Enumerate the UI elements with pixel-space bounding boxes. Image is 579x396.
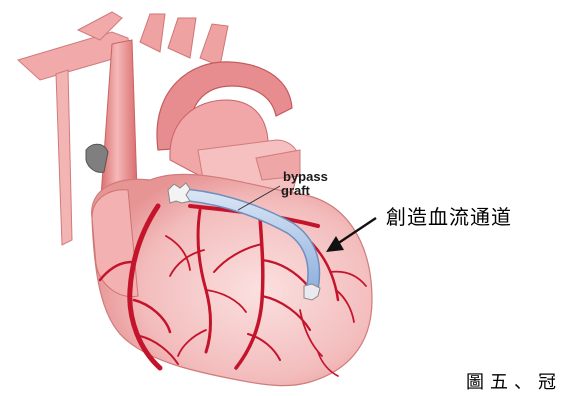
blood-channel-label: 創造血流通道: [386, 201, 512, 230]
bypass-label-line2: graft: [281, 184, 310, 198]
vessel-stub-left: [86, 144, 108, 172]
bypass-label-line1: bypass: [283, 170, 328, 184]
figure-caption: 圖五、冠: [466, 368, 562, 394]
